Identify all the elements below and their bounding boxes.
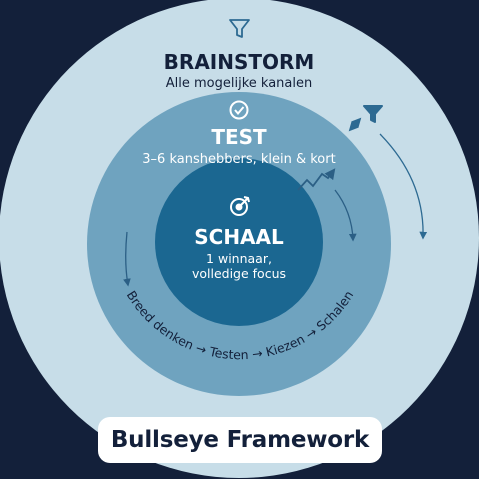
inner-circle-schaal xyxy=(155,158,323,326)
middle-guide-arc-left xyxy=(123,231,131,287)
diagonal-arrow-icon xyxy=(348,117,362,132)
schaal-subtitle-line1: 1 winnaar, xyxy=(206,251,272,266)
footer-title-badge: Bullseye Framework xyxy=(98,417,382,463)
target-arrow-icon xyxy=(230,196,250,216)
checkmark-circle-icon xyxy=(229,100,249,120)
brainstorm-subtitle: Alle mogelijke kanalen xyxy=(166,76,312,91)
middle-guide-arc-right xyxy=(334,189,357,242)
test-title: TEST xyxy=(211,125,267,149)
funnel-icon xyxy=(229,19,250,38)
trend-zigzag-icon xyxy=(297,168,336,191)
brainstorm-title: BRAINSTORM xyxy=(164,50,315,74)
schaal-subtitle-line2: volledige focus xyxy=(192,266,286,281)
outer-guide-arc xyxy=(379,133,428,240)
schaal-title: SCHAAL xyxy=(194,225,284,249)
test-subtitle: 3–6 kanshebbers, klein & kort xyxy=(142,152,335,167)
funnel-side-icon xyxy=(363,105,383,123)
footer-title: Bullseye Framework xyxy=(110,427,370,453)
